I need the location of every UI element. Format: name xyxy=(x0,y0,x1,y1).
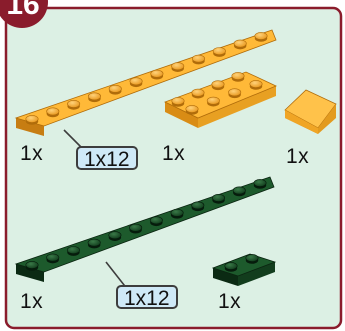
orange-1x12-size-callout: 1x12 xyxy=(76,146,138,171)
stud-icon xyxy=(211,80,225,91)
orange-1x12-quantity: 1x xyxy=(20,142,44,165)
stud-icon xyxy=(87,238,101,249)
orange-slope-brick-icon xyxy=(284,89,337,134)
stud-icon xyxy=(192,54,206,65)
dark-green-1x12-quantity: 1x xyxy=(20,290,44,313)
stud-icon xyxy=(46,253,60,264)
stud-icon xyxy=(228,88,242,99)
stud-icon xyxy=(108,84,122,95)
orange-2x4-plate-icon xyxy=(163,71,277,128)
stud-icon xyxy=(253,179,267,189)
stud-icon xyxy=(129,223,143,234)
dark-green-1x12-size-callout: 1x12 xyxy=(116,285,178,310)
stud-icon xyxy=(245,254,259,264)
stud-icon xyxy=(129,77,143,88)
stud-icon xyxy=(206,96,220,107)
step-badge xyxy=(0,0,48,28)
stud-icon xyxy=(170,208,184,219)
stud-icon xyxy=(25,115,39,125)
stud-icon xyxy=(233,39,247,50)
dark-green-1x2-quantity: 1x xyxy=(218,290,242,313)
stud-icon xyxy=(150,69,164,80)
stud-icon xyxy=(191,201,205,212)
stud-icon xyxy=(87,92,101,103)
orange-1x12-plate-icon xyxy=(14,29,277,136)
dark-green-1x12-plate-icon xyxy=(14,176,275,282)
stud-icon xyxy=(232,186,246,197)
stud-icon xyxy=(171,62,185,72)
stud-icon xyxy=(67,100,81,110)
stud-icon xyxy=(212,47,226,57)
stud-icon xyxy=(254,32,268,42)
stud-icon xyxy=(171,97,185,107)
orange-2x4-quantity: 1x xyxy=(162,142,186,165)
stud-icon xyxy=(249,80,263,90)
stud-icon xyxy=(224,262,238,272)
stud-icon xyxy=(149,216,163,227)
stud-icon xyxy=(212,194,226,204)
stud-icon xyxy=(191,88,205,99)
stud-icon xyxy=(66,246,80,256)
orange-slope-quantity: 1x xyxy=(286,145,310,168)
stud-icon xyxy=(108,231,122,241)
dark-green-1x2-plate-icon xyxy=(211,253,277,286)
stud-icon xyxy=(185,105,199,115)
stud-icon xyxy=(231,72,245,82)
step-number: 16 xyxy=(6,0,40,21)
stud-icon xyxy=(25,261,39,271)
stud-icon xyxy=(46,107,60,118)
